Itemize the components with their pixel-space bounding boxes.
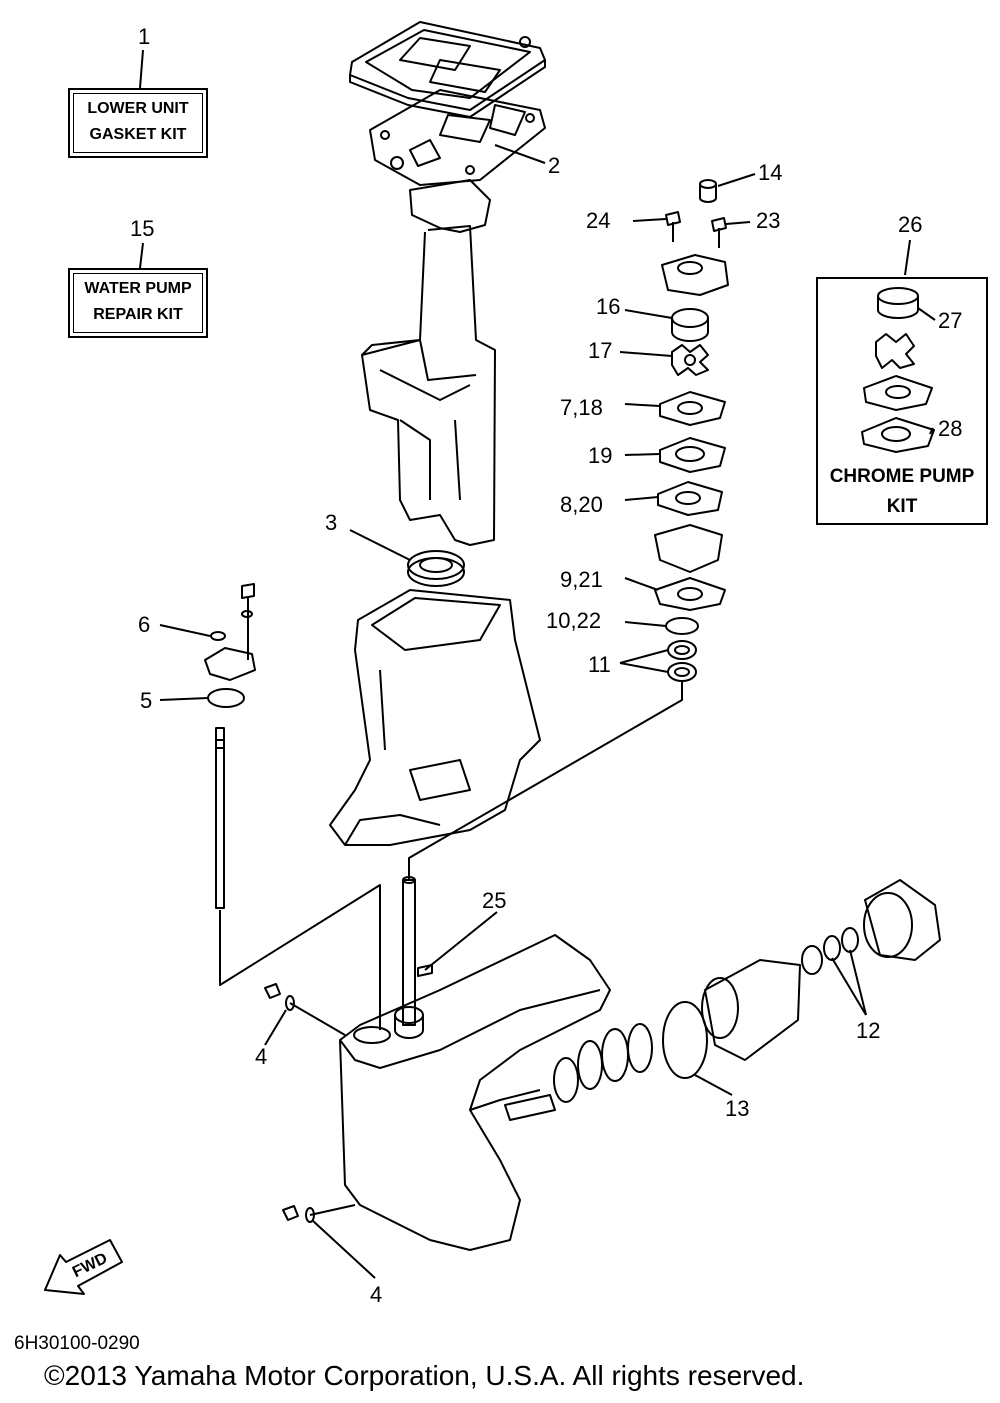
callout-27: 27 <box>938 308 963 333</box>
callout-10-22: 10,22 <box>546 608 602 633</box>
gasket-2 <box>369 89 546 186</box>
callout-14: 14 <box>758 160 783 185</box>
callout-24: 24 <box>586 208 611 233</box>
callout-9-21: 9,21 <box>560 567 603 592</box>
callout-6: 6 <box>138 612 151 637</box>
callout-4-upper: 4 <box>255 1044 268 1069</box>
callout-3: 3 <box>325 510 338 535</box>
shift-rod-assembly <box>204 583 256 909</box>
top-cover-plate <box>349 21 546 118</box>
lower-mount-housing <box>329 589 541 846</box>
kit-label-line2: KIT <box>886 496 918 517</box>
bolts-4 <box>264 983 315 1223</box>
gear-case <box>339 934 611 1251</box>
callout-15: 15 <box>130 216 155 241</box>
kit-label-line1: LOWER UNIT <box>87 100 189 117</box>
prop-shaft-parts <box>553 879 941 1103</box>
kit-label-line1: WATER PUMP <box>84 280 192 297</box>
callout-16: 16 <box>596 294 621 319</box>
drive-shaft <box>394 876 424 1039</box>
chrome-pump-kit-box <box>816 277 988 525</box>
callout-1: 1 <box>138 24 151 49</box>
callout-13: 13 <box>725 1096 750 1121</box>
callout-7-18: 7,18 <box>560 395 603 420</box>
callout-12: 12 <box>856 1018 881 1043</box>
copyright-notice: ©2013 Yamaha Motor Corporation, U.S.A. A… <box>44 1360 805 1391</box>
water-pump-stack <box>654 179 729 682</box>
seal-3 <box>407 550 465 587</box>
callout-26: 26 <box>898 212 923 237</box>
callout-4-lower: 4 <box>370 1282 383 1307</box>
callout-2: 2 <box>548 153 561 178</box>
upper-casing <box>361 179 496 546</box>
water-pump-repair-kit-box: WATER PUMP REPAIR KIT <box>68 268 208 338</box>
callout-28: 28 <box>938 416 963 441</box>
callout-19: 19 <box>588 443 613 468</box>
kit-label-line2: GASKET KIT <box>89 126 187 143</box>
pin-25 <box>417 964 433 977</box>
assembly-lines <box>219 620 683 1216</box>
kit-label-line1: CHROME PUMP <box>829 466 975 487</box>
callout-17: 17 <box>588 338 613 363</box>
chrome-pump-kit-parts <box>861 287 935 453</box>
chrome-pump-kit-label: CHROME PUMP KIT <box>816 462 988 522</box>
diagram-code: 6H30100-0290 <box>14 1333 140 1354</box>
leader-lines <box>139 49 936 1279</box>
callout-8-20: 8,20 <box>560 492 603 517</box>
lower-unit-gasket-kit-box: LOWER UNIT GASKET KIT <box>68 88 208 158</box>
callout-23: 23 <box>756 208 781 233</box>
callout-25: 25 <box>482 888 507 913</box>
fwd-arrow <box>44 1239 123 1295</box>
callout-5: 5 <box>140 688 153 713</box>
kit-label-line2: REPAIR KIT <box>93 306 183 323</box>
callout-11: 11 <box>588 652 611 677</box>
